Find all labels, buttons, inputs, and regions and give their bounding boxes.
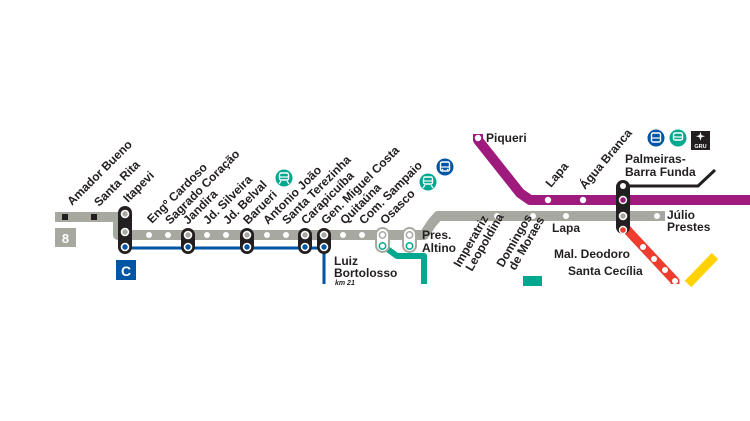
label-lapa-8: Lapa — [552, 221, 580, 235]
station-dot-santa-cecilia — [662, 267, 668, 273]
station-dot-palmeiras-4 — [618, 225, 628, 235]
bus-icon — [647, 129, 665, 147]
label-pres-altino-1: Pres. — [422, 228, 451, 242]
station-dot-jd-belval — [223, 232, 229, 238]
label-mal-deodoro: Mal. Deodoro — [554, 247, 630, 261]
line-9-track — [380, 242, 427, 284]
station-dot-imperatriz — [494, 213, 500, 219]
gru-badge-label: GRU — [694, 144, 706, 150]
station-dot-julio-prestes — [654, 213, 660, 219]
station-dot-luz — [672, 278, 678, 284]
station-transfer-itapevi — [118, 206, 132, 254]
label-julio-1: Júlio — [667, 208, 695, 222]
train-icon — [275, 169, 293, 187]
label-lapa-7: Lapa — [543, 159, 572, 190]
station-dot-jd-silveira — [204, 232, 210, 238]
station-transfer-barueri — [240, 228, 254, 254]
train-icon — [419, 173, 437, 191]
line-c-badge — [116, 260, 136, 280]
station-dot-agua-branca — [579, 196, 587, 204]
label-luiz-2: Bortolosso — [334, 266, 397, 280]
station-dot-piqueri — [474, 134, 482, 142]
line-8-badge-label: 8 — [62, 231, 69, 246]
line-8-badge — [55, 228, 76, 247]
label-luiz-km: km 21 — [335, 280, 355, 287]
line-12-track — [684, 252, 719, 288]
station-dot-antonio-joao — [264, 232, 270, 238]
station-dot-sagrado-coracao — [165, 232, 171, 238]
label-julio-2: Prestes — [667, 220, 711, 234]
bus-icon — [436, 158, 454, 176]
station-dot-quitauna — [359, 232, 365, 238]
station-dot-santa-terezinha — [283, 232, 289, 238]
station-transfer-pres-altino — [402, 227, 417, 253]
station-mark-amador-bueno — [62, 214, 68, 220]
station-dot-domingos — [530, 213, 536, 219]
station-dot-mal-deodoro-a — [640, 244, 646, 250]
train-icon — [669, 129, 687, 147]
station-dot-gen-miguel-costa — [340, 232, 346, 238]
station-transfer-jandira — [181, 228, 195, 254]
station-dot-palmeiras-2 — [618, 195, 628, 205]
label-santa-cecilia: Santa Cecília — [568, 264, 643, 278]
station-dot-palmeiras-3 — [618, 211, 628, 221]
label-luiz-1: Luiz — [334, 254, 358, 268]
airport-icon: GRU — [691, 131, 710, 150]
line-9-badge — [523, 276, 542, 286]
label-pres-altino-2: Altino — [422, 241, 456, 255]
label-palmeiras-2: Barra Funda — [625, 165, 696, 179]
station-dot-lapa-7 — [544, 196, 552, 204]
station-transfer-osasco — [375, 227, 390, 253]
station-transfer-gen-miguel — [317, 228, 331, 254]
station-dot-eng-cardoso — [146, 232, 152, 238]
line-c-badge-label: C — [121, 263, 131, 279]
label-piqueri: Piqueri — [486, 131, 527, 145]
station-transfer-palmeiras — [616, 180, 630, 234]
station-dot-lapa-8 — [563, 213, 569, 219]
station-transfer-carapicuiba — [298, 228, 312, 254]
label-palmeiras-1: Palmeiras- — [625, 152, 686, 166]
line-13-track — [624, 168, 717, 188]
station-dot-mal-deodoro-b — [651, 256, 657, 262]
station-dot-palmeiras-1 — [620, 183, 626, 189]
station-mark-santa-rita — [91, 214, 97, 220]
